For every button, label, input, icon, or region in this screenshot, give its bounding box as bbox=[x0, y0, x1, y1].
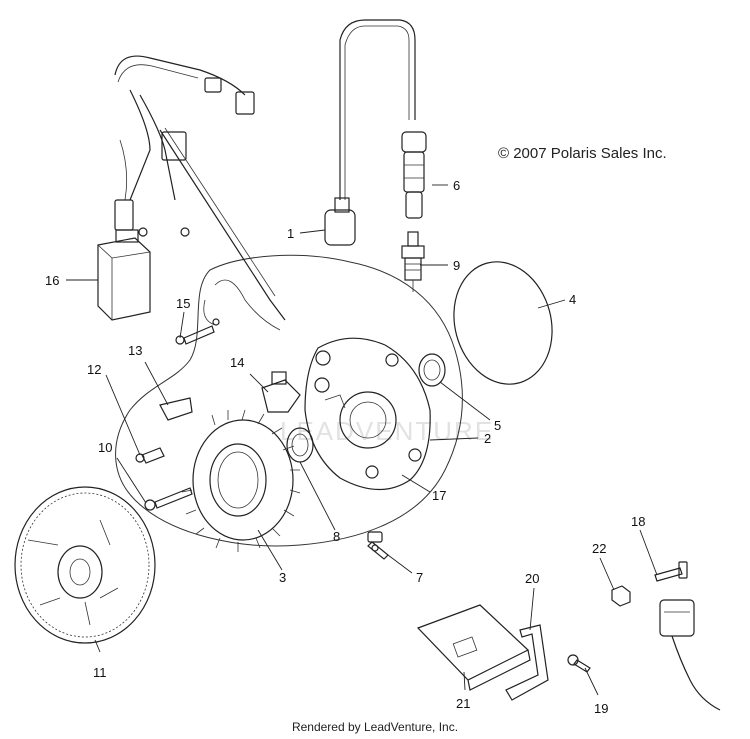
voltage-regulator bbox=[97, 229, 151, 321]
callout-7: 7 bbox=[416, 570, 423, 585]
bolt-7 bbox=[367, 531, 389, 560]
callout-22: 22 bbox=[592, 541, 606, 556]
callout-8: 8 bbox=[333, 529, 340, 544]
spark-plug-cap bbox=[401, 131, 427, 219]
mounting-bracket bbox=[505, 624, 549, 701]
callout-3: 3 bbox=[279, 570, 286, 585]
stator-housing bbox=[304, 337, 431, 491]
flywheel bbox=[14, 486, 156, 644]
callout-10: 10 bbox=[98, 440, 112, 455]
callout-17: 17 bbox=[432, 488, 446, 503]
callout-2: 2 bbox=[484, 431, 491, 446]
bolt-10 bbox=[144, 487, 193, 511]
leader-lines bbox=[66, 184, 658, 696]
screw-19 bbox=[567, 654, 591, 673]
nut-22 bbox=[611, 585, 631, 607]
callout-labels: 1 2 3 4 5 6 7 8 9 10 11 12 13 14 15 16 1… bbox=[45, 178, 645, 716]
callout-5: 5 bbox=[494, 418, 501, 433]
stator bbox=[181, 409, 301, 552]
bolt-18 bbox=[654, 561, 688, 582]
callout-13: 13 bbox=[128, 343, 142, 358]
copyright-notice: © 2007 Polaris Sales Inc. bbox=[498, 145, 667, 162]
callout-4: 4 bbox=[569, 292, 576, 307]
callout-9: 9 bbox=[453, 258, 460, 273]
assembly-outline bbox=[115, 254, 463, 547]
spark-plug bbox=[401, 231, 425, 292]
cdi-module bbox=[416, 604, 531, 691]
ignition-coil bbox=[324, 19, 416, 246]
callout-21: 21 bbox=[456, 696, 470, 711]
bracket-and-screw bbox=[135, 397, 193, 464]
callout-15: 15 bbox=[176, 296, 190, 311]
callout-12: 12 bbox=[87, 362, 101, 377]
callout-6: 6 bbox=[453, 178, 460, 193]
callout-11: 11 bbox=[93, 665, 107, 680]
callout-1: 1 bbox=[287, 226, 294, 241]
callout-14: 14 bbox=[230, 355, 244, 370]
footer-credit: Rendered by LeadVenture, Inc. bbox=[291, 720, 459, 734]
connector bbox=[659, 599, 721, 711]
callout-18: 18 bbox=[631, 514, 645, 529]
gasket bbox=[453, 261, 553, 385]
callout-20: 20 bbox=[525, 571, 539, 586]
callout-19: 19 bbox=[594, 701, 608, 716]
wiring-harness bbox=[114, 55, 286, 331]
callout-16: 16 bbox=[45, 273, 59, 288]
pulse-sensor bbox=[261, 371, 301, 413]
oil-seal bbox=[418, 353, 446, 387]
